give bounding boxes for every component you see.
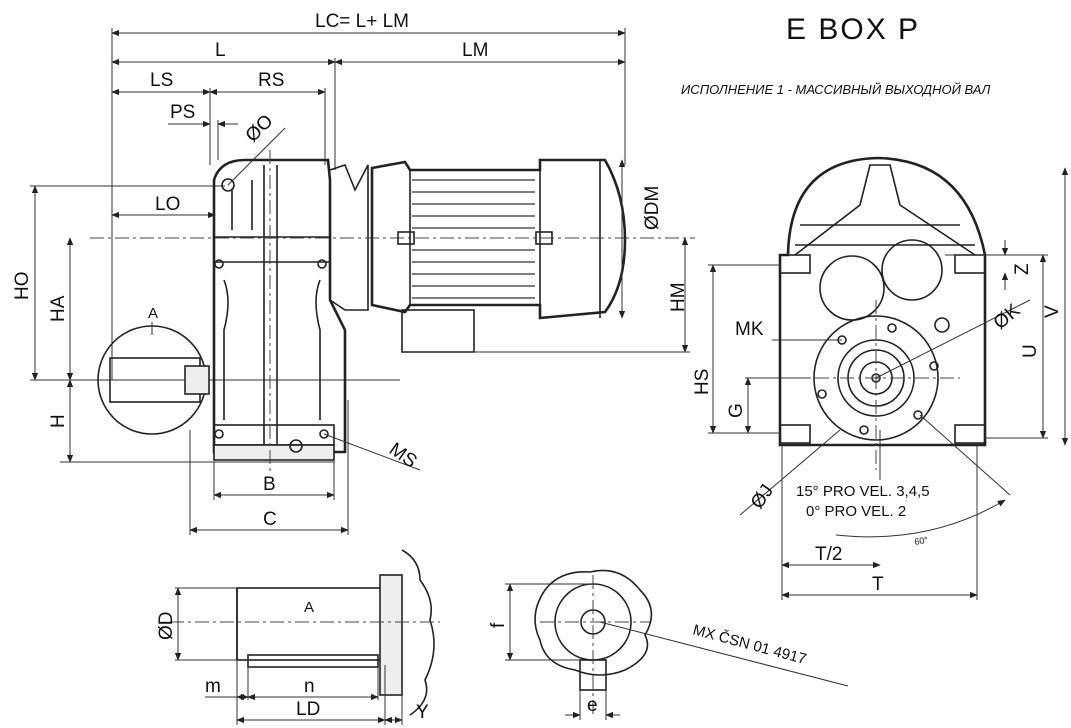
drawing-title: E BOX P [786,13,920,46]
detail-shaft: A ØD m n LD Y [156,549,440,725]
dim-u: U [1020,344,1041,358]
dim-d: ØD [156,612,177,641]
dim-h: H [48,414,69,428]
dim-lc: LC= L+ LM [315,11,409,32]
dim-ls: LS [150,70,173,91]
note-vel-2: 0° PRO VEL. 2 [806,503,906,520]
front-view: HS G U V Z ØK MK ØJ 60° 15° PRO VEL. 3,4… [692,156,1069,600]
dim-mk: MK [735,319,764,340]
dim-g: G [726,403,747,418]
dim-b: B [263,474,276,495]
dim-ms: MS [385,439,420,473]
dim-n: n [304,676,315,697]
motor [370,158,627,353]
detail-label-a: A [304,599,314,616]
note-vel-345: 15° PRO VEL. 3,4,5 [796,483,930,500]
dim-c: C [263,509,277,530]
dim-rs: RS [258,70,284,91]
dim-hm: HM [668,282,689,312]
dim-y: Y [416,702,429,723]
dim-e: e [587,695,598,716]
dim-t: T [872,574,884,595]
dim-v: V [1042,305,1063,318]
dim-dm: ØDM [642,186,663,230]
dim-hs: HS [692,369,713,395]
dim-lo: LO [155,194,180,215]
detail-shaft-end: f e MX ČSN 01 4917 [488,569,849,720]
dim-ps: PS [170,102,195,123]
drawing-subtitle: ИСПОЛНЕНИЕ 1 - МАССИВНЫЙ ВЫХОДНОЙ ВАЛ [681,81,990,97]
dim-j: ØJ [747,481,778,513]
side-view: LC= L+ LM L LM LS RS PS ØO LO HO HA H [12,11,695,535]
dim-f: f [488,622,509,628]
dim-l: L [215,40,226,61]
dim-lm: LM [462,40,488,61]
dim-ha: HA [48,295,69,322]
dim-ld: LD [296,699,320,720]
angle-label: 60° [914,535,930,547]
dim-t-half: T/2 [815,544,842,565]
view-label-a: A [148,305,158,322]
dim-m: m [205,676,221,697]
dim-ho: HO [12,272,33,301]
dim-z: Z [1012,263,1033,275]
